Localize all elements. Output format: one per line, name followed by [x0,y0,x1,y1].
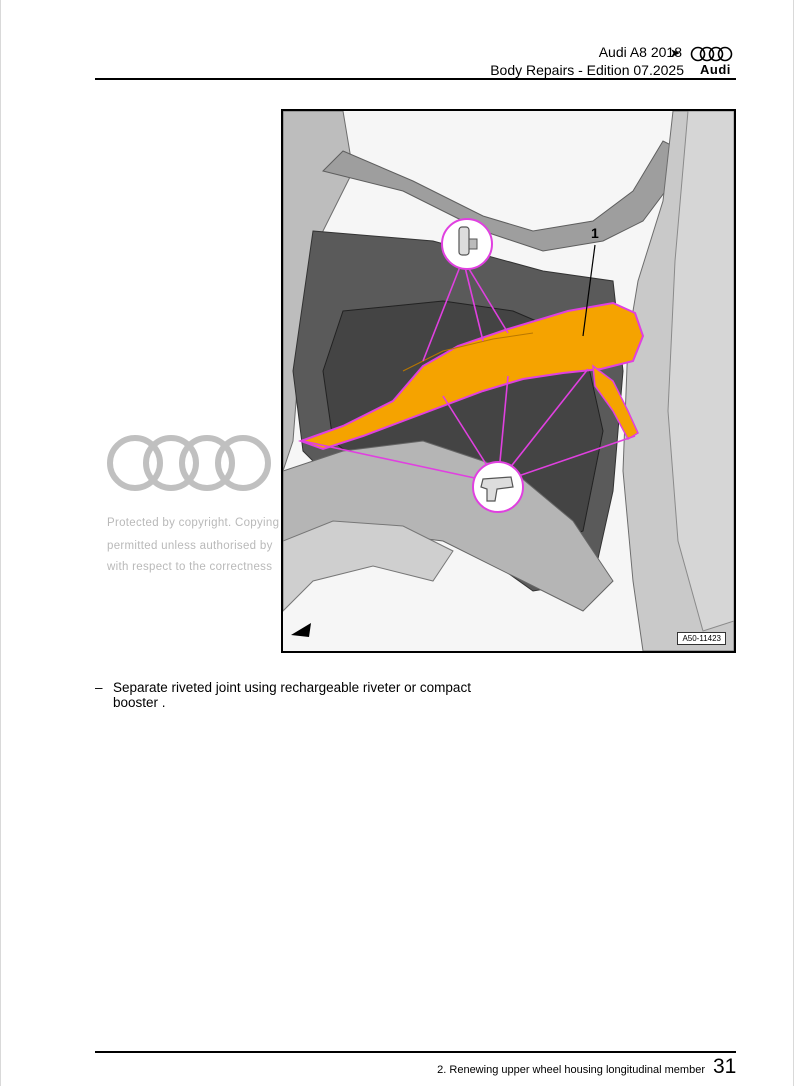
watermark-rings-logo [107,435,271,491]
step-text: Separate riveted joint using rechargeabl… [113,680,471,710]
audi-rings-logo [690,46,733,62]
footer-rule [95,1051,736,1053]
watermark-text-line: with respect to the correctness [107,561,273,573]
arrow-right-icon: ➤ [670,46,681,60]
step-bullet: – [95,680,103,695]
callout-number: 1 [591,225,599,241]
footer-section-title: 2. Renewing upper wheel housing longitud… [437,1064,705,1076]
header-subtitle: Body Repairs - Edition 07.2025 [490,62,684,78]
repair-illustration: 1 A50-11423 [281,109,736,653]
body-structure-drawing [283,111,734,651]
watermark-text-line: Protected by copyright. Copying [107,517,280,529]
watermark-text-line: permitted unless authorised by [107,540,273,552]
header-rule [95,78,736,80]
header-title: Audi A8 2018 [598,44,682,60]
brand-wordmark: Audi [700,62,731,77]
page-edge-left [0,0,1,1086]
page-number: 31 [713,1055,737,1078]
figure-id-label: A50-11423 [677,632,726,645]
